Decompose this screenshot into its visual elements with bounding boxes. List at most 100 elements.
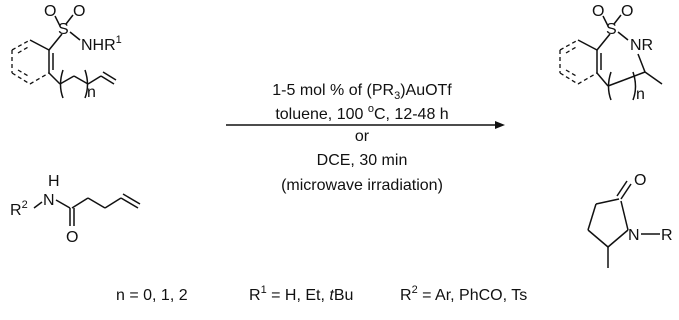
alkene-double-bond	[102, 71, 117, 81]
temperature-suffix: C, 12-48 h	[374, 106, 449, 123]
or-text: or	[355, 128, 370, 145]
n-text: N	[628, 227, 640, 244]
ring-bond	[577, 39, 598, 51]
degree-superscript: o	[368, 103, 374, 115]
c-s-bond	[48, 33, 63, 51]
n-bracket-right	[84, 69, 89, 99]
chain-bond	[87, 75, 102, 85]
ring-bond-dashed	[29, 72, 50, 85]
n-subscript-label: n	[87, 84, 96, 101]
alkene-double-bond	[122, 193, 141, 205]
r1-prefix: R	[249, 287, 261, 304]
lactam-product: O N R	[587, 172, 673, 268]
r2-definition: R2 = Ar, PhCO, Ts	[400, 284, 527, 304]
r1-superscript: 1	[116, 34, 122, 46]
r-n-bond	[33, 201, 43, 209]
oxygen-label: O	[634, 172, 646, 189]
ring-bond-dashed	[559, 39, 579, 51]
ring-bond	[595, 198, 620, 205]
chain-bond	[48, 72, 61, 85]
amide-reactant: R2 N H O	[10, 173, 141, 246]
oxygen-label: O	[66, 229, 78, 246]
oxygen-label: O	[621, 3, 633, 20]
sulfur-label: S	[606, 21, 617, 38]
alkene-bond	[120, 197, 139, 209]
chain-bond	[607, 79, 625, 87]
ring-bond	[607, 229, 629, 248]
chain-bond	[73, 75, 89, 85]
oxygen-label: O	[592, 3, 604, 20]
chain-bond	[104, 197, 122, 209]
ring-bond-dashed	[11, 39, 31, 51]
sultam-product: O S O NR n	[559, 3, 663, 103]
microwave-solvent-text: DCE, 30 min	[317, 152, 408, 169]
nhr-text: NHR	[81, 37, 116, 54]
r2-superscript: 2	[412, 284, 418, 296]
s-o-bond	[613, 14, 622, 25]
sulfur-label: S	[58, 21, 69, 38]
catalyst-subscript: 3	[394, 90, 400, 102]
r1-definition: R1 = H, Et, tBu	[249, 284, 353, 304]
reaction-conditions: 1-5 mol % of (PR3)AuOTf toluene, 100 oC,…	[226, 82, 505, 194]
ring-bond-dashed	[577, 72, 598, 85]
r2-prefix: R	[400, 287, 412, 304]
s-o-bond	[54, 15, 61, 27]
s-o-bond	[65, 14, 74, 25]
chain-bond	[87, 197, 106, 209]
ring-bond	[587, 229, 609, 248]
ring-closure-bond	[623, 71, 646, 81]
catalyst-suffix: )AuOTf	[400, 82, 452, 99]
c-s-bond	[596, 33, 611, 51]
r1-superscript: 1	[261, 284, 267, 296]
carbonyl-double-bond	[616, 180, 628, 197]
r2-superscript: 2	[22, 199, 28, 211]
r1-values-b: Bu	[334, 287, 354, 304]
ring-bond	[587, 203, 597, 231]
nitrogen-label: N	[43, 192, 55, 209]
sulfonamide-reactant: O S O NHR1 n	[11, 3, 122, 101]
s-n-bond	[69, 31, 81, 41]
r2-values: = Ar, PhCO, Ts	[418, 287, 528, 304]
ring-bond-dashed	[11, 72, 31, 85]
alkene-bond	[100, 75, 115, 85]
ring-bond-dashed	[559, 72, 579, 85]
r1-values-t: t	[329, 287, 334, 304]
chain-bond	[71, 197, 89, 209]
oxygen-label: O	[44, 3, 56, 20]
ring-bond	[29, 39, 50, 51]
r2-label: R2	[10, 199, 28, 219]
n-c-bond	[55, 199, 71, 209]
s-o-bond	[602, 15, 609, 27]
r-text: R	[10, 202, 22, 219]
catalyst-prefix: 1-5 mol % of (PR	[272, 82, 394, 99]
n-definition: n = 0, 1, 2	[116, 287, 188, 304]
n-bracket-right	[632, 71, 637, 101]
c-n-bond	[637, 53, 646, 73]
arrowhead-icon	[495, 121, 505, 129]
nhr1-label: NHR1	[81, 34, 122, 54]
chain-bond	[59, 75, 75, 85]
carbonyl-bond	[620, 183, 632, 200]
r-label: R	[661, 227, 673, 244]
substituent-definitions: n = 0, 1, 2 R1 = H, Et, tBu R2 = Ar, PhC…	[116, 284, 527, 304]
s-n-bond	[617, 31, 629, 41]
chain-bond	[596, 72, 609, 87]
nitrogen-label: N	[628, 227, 640, 244]
methyl-bond	[644, 71, 663, 85]
thermal-conditions-text: toluene, 100 oC, 12-48 h	[275, 103, 448, 123]
ring-inner-dashed	[17, 45, 31, 54]
temperature-prefix: toluene, 100	[275, 106, 368, 123]
oxygen-label: O	[73, 3, 85, 20]
n-subscript-label: n	[636, 86, 645, 103]
r1-values-a: = H, Et,	[267, 287, 330, 304]
ring-inner-dashed	[17, 69, 31, 78]
catalyst-text: 1-5 mol % of (PR3)AuOTf	[272, 82, 452, 102]
ring-bond	[620, 200, 629, 231]
microwave-note-text: (microwave irradiation)	[281, 177, 443, 194]
hydrogen-label: H	[48, 173, 60, 190]
nr-label: NR	[630, 37, 653, 54]
ring-inner-dashed	[565, 69, 579, 78]
ring-inner-dashed	[565, 45, 579, 54]
